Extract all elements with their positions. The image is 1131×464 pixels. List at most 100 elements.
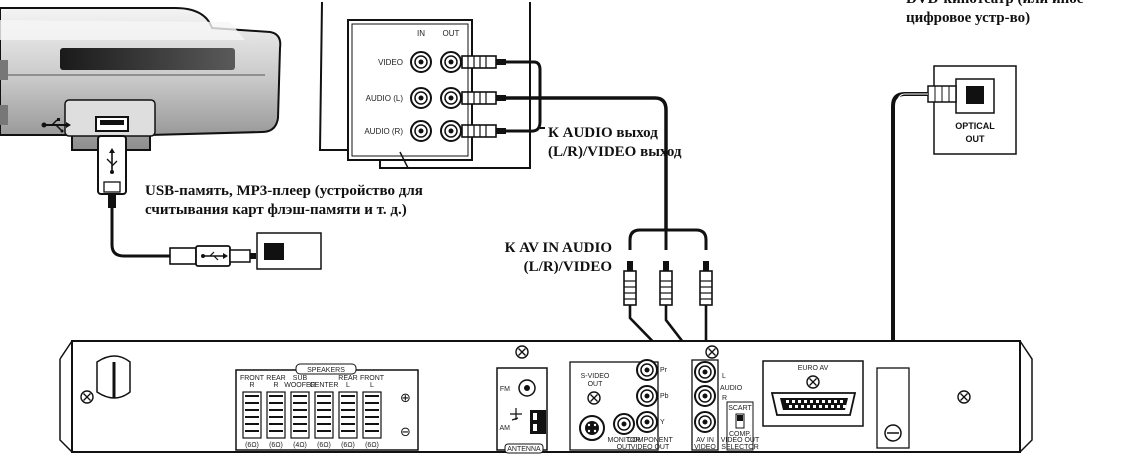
scart-pin xyxy=(825,405,828,408)
jack-out-audio-r xyxy=(440,120,462,142)
scart-pin xyxy=(831,405,834,408)
svideo-label-1: S-VIDEO xyxy=(581,373,610,380)
scart-pin xyxy=(822,400,825,403)
svideo-label-2: OUT xyxy=(588,381,604,388)
speaker-label-sub: L xyxy=(370,382,374,389)
speaker-impedance: (6Ω) xyxy=(245,442,259,449)
jack-out-audio-l xyxy=(440,87,462,109)
selector-label-1: VIDEO OUT xyxy=(721,437,760,444)
ground-icon xyxy=(510,408,522,421)
pr-jack xyxy=(636,359,658,381)
speaker-impedance: (6Ω) xyxy=(341,442,355,449)
r-label: R xyxy=(722,395,727,402)
speaker-label-top: REAR xyxy=(338,375,357,382)
scart-pin xyxy=(840,400,843,403)
av-in-audio-r-jack xyxy=(694,385,716,407)
usb-plug xyxy=(97,135,127,208)
speaker-label-top: FRONT xyxy=(360,375,385,382)
vcr-row-audio-r: AUDIO (R) xyxy=(364,127,403,136)
optical-label-2: OUT xyxy=(966,134,986,144)
monitor-label-1: MONITOR xyxy=(608,437,641,444)
speaker-impedance: (6Ω) xyxy=(317,442,331,449)
usb-small-icon xyxy=(201,251,228,261)
scart-pin xyxy=(828,400,831,403)
dvd-theater-caption-line2: цифровое устр-во) xyxy=(906,10,1031,26)
vcr-out-label: OUT xyxy=(443,29,460,38)
av-in-caption-line2: (L/R)/VIDEO xyxy=(523,259,612,275)
av-in-caption-line1: К AV IN AUDIO xyxy=(504,240,612,256)
speaker-terminals: FRONTR(6Ω)REARR(6Ω)SUBWOOFER(4Ω)CENTER(6… xyxy=(240,375,385,449)
optical-cable xyxy=(891,92,928,372)
pr-label: Pr xyxy=(660,367,668,374)
speakers-title: SPEAKERS xyxy=(307,367,345,374)
speaker-label-sub: L xyxy=(346,382,350,389)
scart-pin xyxy=(810,400,813,403)
audio-out-caption-line2: (L/R)/VIDEO выход xyxy=(548,144,682,160)
screw-top xyxy=(515,345,529,359)
scart-pin xyxy=(819,405,822,408)
scart-pin xyxy=(786,400,789,403)
speaker-label-sub: CENTER xyxy=(310,382,339,389)
speaker-impedance: (6Ω) xyxy=(365,442,379,449)
monitor-label-2: OUT xyxy=(617,444,633,451)
vcr-in-label: IN xyxy=(417,29,425,38)
euro-av-label: EURO AV xyxy=(798,365,829,372)
component-label-1: COMPONENT xyxy=(627,437,673,444)
usb-caption-line2: считывания карт флэш-памяти и т. д.) xyxy=(145,202,407,218)
am-label: AM xyxy=(500,425,511,432)
scart-pin xyxy=(813,405,816,408)
vcr-row-video: VIDEO xyxy=(378,58,403,67)
y-label: Y xyxy=(660,419,665,426)
scart-pin xyxy=(801,405,804,408)
av-in-caption: К AV IN AUDIO (L/R)/VIDEO xyxy=(460,239,612,277)
jack-in-video xyxy=(410,51,432,73)
scart-pin xyxy=(837,405,840,408)
av-in-label-1: AV IN xyxy=(696,437,714,444)
l-label: L xyxy=(722,373,726,380)
scart-pin xyxy=(792,400,795,403)
usb-device-plug xyxy=(169,245,256,267)
av-in-audio-l-jack xyxy=(694,361,716,383)
usb-symbol-icon xyxy=(106,148,118,174)
screw-left xyxy=(80,390,94,404)
audio-out-caption-line1: К AUDIO выход xyxy=(548,125,658,141)
usb-caption-line1: USB-память, MP3-плеер (устройство для xyxy=(145,183,423,199)
scart-pin xyxy=(789,405,792,408)
monitor-out-jack xyxy=(613,413,635,435)
screw-right xyxy=(957,390,971,404)
speaker-label-top: REAR xyxy=(266,375,285,382)
comp-label: COMP. xyxy=(729,431,751,438)
av-in-video-jack xyxy=(694,411,716,433)
receiver-rear-panel: SPEAKERS FRONTR(6Ω)REARR(6Ω)SUBWOOFER(4Ω… xyxy=(59,340,1033,454)
optical-label-1: OPTICAL xyxy=(955,121,995,131)
pb-jack xyxy=(636,385,658,407)
scart-label: SCART xyxy=(728,405,752,412)
y-jack xyxy=(636,411,658,433)
speaker-label-top: SUB xyxy=(293,375,308,382)
audio-label: AUDIO xyxy=(720,385,743,392)
antenna-label: ANTENNA xyxy=(507,446,541,453)
scart-pin xyxy=(795,405,798,408)
scart-pin xyxy=(804,400,807,403)
scart-pin xyxy=(816,400,819,403)
dvd-theater-caption-line1: DVD-кинотеатр (или иное xyxy=(906,0,1131,9)
pb-label: Pb xyxy=(660,393,669,400)
scart-pin xyxy=(798,400,801,403)
audio-out-caption: К AUDIO выход (L/R)/VIDEO выход xyxy=(548,124,681,162)
jack-out-video xyxy=(440,51,462,73)
usb-cable xyxy=(110,208,170,258)
selector-label-2: SELECTOR xyxy=(721,444,759,451)
vcr-output-plugs xyxy=(461,55,507,138)
jack-in-audio-l xyxy=(410,87,432,109)
fm-label: FM xyxy=(500,386,510,393)
source-player: IN OUT VIDEO AUDIO (L) AUDIO (R) xyxy=(318,1,531,169)
av-in-label-2: VIDEO xyxy=(694,444,716,451)
speaker-label-sub: R xyxy=(273,382,278,389)
optical-plug-top xyxy=(927,85,957,103)
vcr-row-audio-l: AUDIO (L) xyxy=(366,94,404,103)
jack-in-audio-r xyxy=(410,120,432,142)
display-slot xyxy=(60,48,235,70)
scart-pin xyxy=(807,405,810,408)
